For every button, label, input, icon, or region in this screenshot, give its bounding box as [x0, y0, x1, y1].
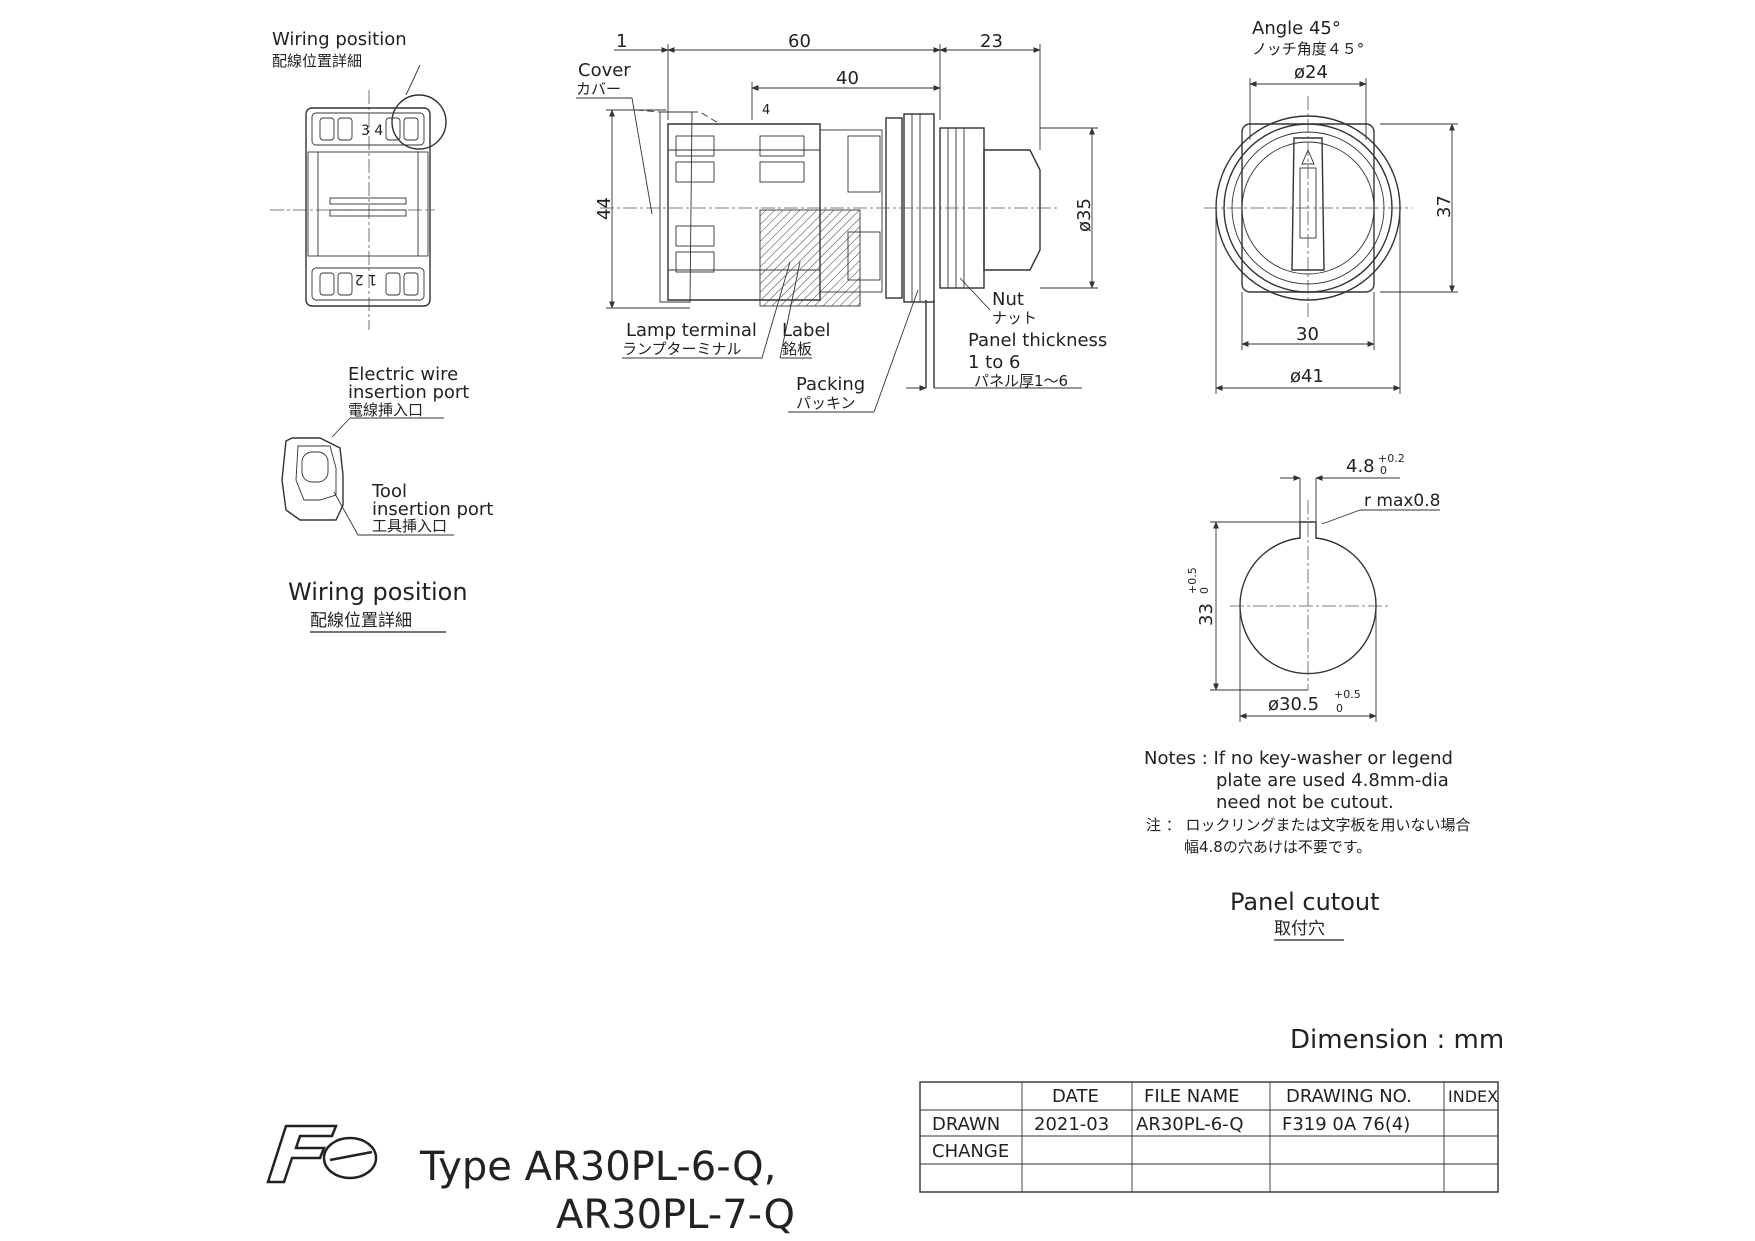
fuji-logo	[266, 1124, 378, 1184]
wiring-caption-en: Wiring position	[288, 578, 468, 606]
wiring-callout-en: Wiring position	[272, 29, 407, 50]
notes-line-2: plate are used 4.8mm-dia	[1216, 770, 1449, 791]
height-tol-lower: 0	[1198, 587, 1211, 594]
panel-thickness-en-2: 1 to 6	[968, 352, 1020, 373]
lamp-terminal-en: Lamp terminal	[626, 320, 757, 341]
electric-port-ja: 電線挿入口	[348, 401, 423, 419]
terminals-top-label: 3 4	[361, 123, 383, 139]
notes-line-3: need not be cutout.	[1216, 792, 1394, 813]
nut-label-en: Nut	[992, 289, 1024, 310]
label-hatched-area	[759, 209, 861, 307]
selector-knob	[983, 149, 1041, 271]
dim-41: ø41	[1290, 366, 1324, 387]
dim-35: ø35	[1074, 198, 1095, 232]
dim-30: 30	[1296, 324, 1319, 345]
dimension-unit: Dimension : mm	[1290, 1025, 1504, 1055]
notes-ja-1: 注 ： ロックリングまたは文字板を用いない場合	[1146, 816, 1471, 834]
cutout-outline	[1239, 521, 1377, 675]
nut-label-ja: ナット	[992, 309, 1037, 327]
terminal-mark: 4	[762, 103, 770, 118]
key-tol-upper: +0.2	[1378, 452, 1405, 465]
dia-tol-lower: 0	[1336, 702, 1343, 715]
dim-1: 1	[616, 31, 627, 52]
cutout-height: 33	[1196, 603, 1217, 626]
selector-lever	[1291, 137, 1325, 271]
tool-port-en-1: Tool	[371, 481, 407, 502]
header-date: DATE	[1052, 1086, 1099, 1107]
dia-tol-upper: +0.5	[1334, 688, 1361, 701]
cutout-caption-ja: 取付穴	[1274, 919, 1325, 939]
r-max-label: r max0.8	[1364, 491, 1440, 511]
angle-label-en: Angle 45°	[1252, 18, 1341, 39]
angle-label-ja: ノッチ角度４５°	[1252, 40, 1364, 58]
tool-port-en-2: insertion port	[372, 499, 493, 520]
type-line-1: Type AR30PL-6-Q,	[419, 1144, 776, 1190]
dim-44: 44	[594, 197, 615, 220]
label-part-ja: 銘板	[782, 340, 812, 358]
wiring-caption-ja: 配線位置詳細	[310, 611, 412, 631]
row-drawn-file: AR30PL-6-Q	[1136, 1114, 1244, 1135]
wiring-callout-ja: 配線位置詳細	[272, 52, 362, 70]
packing-label-en: Packing	[796, 374, 865, 395]
key-width: 4.8	[1346, 456, 1375, 477]
header-index: INDEX	[1448, 1087, 1498, 1106]
cutout-dia: ø30.5	[1268, 694, 1319, 715]
row-drawn-drawing-no: F319 0A 76(4)	[1282, 1114, 1410, 1135]
header-file-name: FILE NAME	[1144, 1086, 1239, 1107]
cover-label-en: Cover	[578, 60, 631, 81]
notes-line-1: Notes : If no key-washer or legend	[1144, 748, 1453, 769]
front-view: Angle 45° ノッチ角度４５° ø24 37 30 ø41	[1204, 18, 1458, 394]
insertion-port-detail: Electric wire insertion port 電線挿入口 Tool …	[281, 364, 493, 633]
panel-thickness-ja: パネル厚1～6	[974, 372, 1068, 390]
side-view: 1 60 23 40 44 ø35	[576, 31, 1107, 413]
header-drawing-no: DRAWING NO.	[1286, 1086, 1412, 1107]
dim-23: 23	[980, 31, 1003, 52]
panel-thickness-en-1: Panel thickness	[968, 330, 1107, 351]
lamp-terminal-ja: ランプターミナル	[622, 340, 742, 358]
cutout-caption-en: Panel cutout	[1230, 888, 1380, 916]
dim-37: 37	[1434, 195, 1455, 218]
dim-24: ø24	[1294, 62, 1328, 83]
dim-60: 60	[788, 31, 811, 52]
notes-ja-2: 幅4.8の穴あけは不要です。	[1184, 838, 1371, 856]
electric-port-en-2: insertion port	[348, 382, 469, 403]
row-drawn-label: DRAWN	[932, 1114, 1000, 1135]
detail-callout-circle	[391, 94, 447, 150]
electric-port-en-1: Electric wire	[348, 364, 458, 385]
row-drawn-date: 2021-03	[1034, 1114, 1109, 1135]
key-tol-lower: 0	[1380, 464, 1387, 477]
row-change-label: CHANGE	[932, 1141, 1009, 1162]
terminals-bottom-label: 1 2	[355, 271, 377, 287]
tool-port-ja: 工具挿入口	[372, 517, 447, 535]
height-tol-upper: +0.5	[1186, 567, 1199, 594]
wiring-detail-view: 3 4 1 2 Wiring position 配線位置詳細	[270, 29, 447, 330]
label-part-en: Label	[782, 320, 831, 341]
dim-40: 40	[836, 68, 859, 89]
cover-label-ja: カバー	[576, 80, 621, 98]
type-line-2: AR30PL-7-Q	[556, 1192, 795, 1238]
panel-cutout-view: 4.8 +0.2 0 r max0.8 33 +0.5 0 ø30.5 +0.5…	[1144, 452, 1471, 941]
packing-label-ja: パッキン	[796, 394, 856, 412]
title-block: DATE FILE NAME DRAWING NO. INDEX DRAWN 2…	[919, 1081, 1499, 1193]
